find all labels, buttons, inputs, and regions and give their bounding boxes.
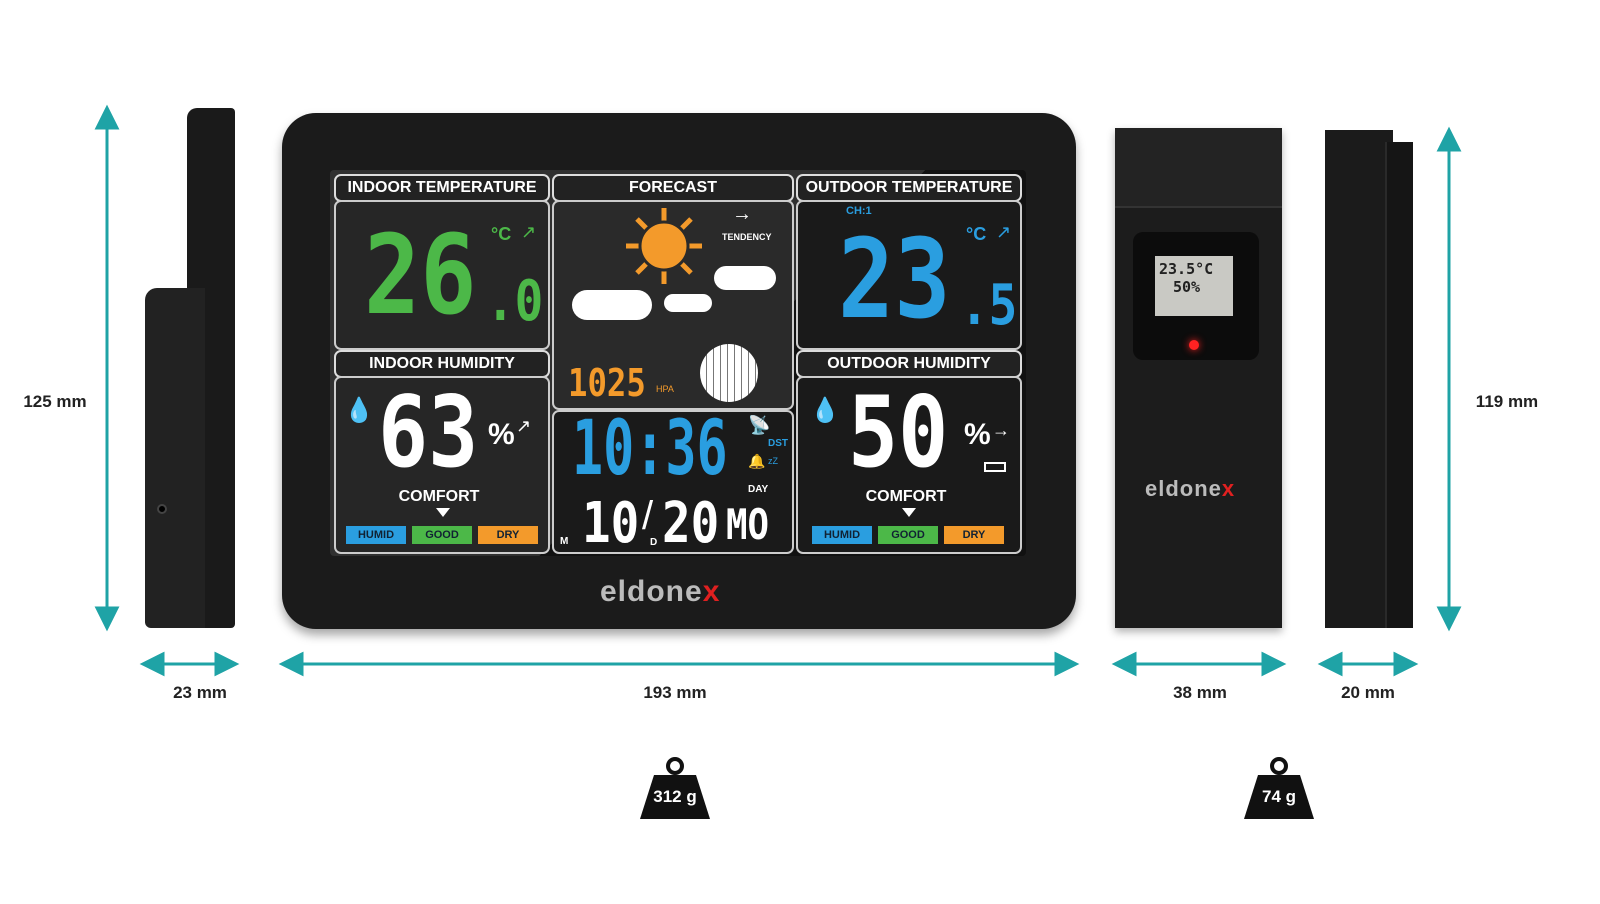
moon-phase-icon <box>700 344 758 402</box>
trend-arrow-icon: → <box>992 420 1010 440</box>
trend-arrow-icon: ↗ <box>516 416 532 436</box>
indoor-humidity-unit: % <box>488 418 515 451</box>
station-brand-logo: eldonex <box>600 575 721 608</box>
date-day: 20 <box>662 491 720 556</box>
sun-icon <box>626 208 702 284</box>
sensor-temp: 23.5°C <box>1159 260 1214 278</box>
sensor-brand-logo: eldonex <box>1145 476 1236 501</box>
trend-arrow-icon: ↗ <box>521 222 537 242</box>
outdoor-sensor: 23.5°C 50% eldonex <box>1115 128 1282 628</box>
weight-icon <box>1244 757 1314 819</box>
comfort-pointer-icon <box>436 508 450 524</box>
tendency-arrow-icon: → <box>732 203 752 225</box>
station-weight-label: 312 g <box>653 787 697 806</box>
comfort-dry: DRY <box>944 526 1004 544</box>
day-label: DAY <box>748 484 769 495</box>
station-depth-label: 23 mm <box>173 683 227 702</box>
station-width-label: 193 mm <box>643 683 707 702</box>
comfort-good: GOOD <box>878 526 938 544</box>
droplet-icon: 💧 <box>344 397 374 424</box>
station-side-view <box>145 108 235 628</box>
date-separator: / <box>642 494 654 538</box>
indoor-humidity-header: INDOOR HUMIDITY <box>334 350 550 378</box>
sensor-humidity: 50% <box>1173 278 1201 296</box>
cloud-icon <box>714 266 776 290</box>
outdoor-humidity-unit: % <box>964 418 991 451</box>
comfort-humid: HUMID <box>812 526 872 544</box>
sensor-lcd: 23.5°C 50% <box>1155 256 1233 316</box>
month-marker: M <box>560 536 569 547</box>
indoor-temp-unit: °C <box>491 224 512 244</box>
outdoor-temp-decimal: .5 <box>960 273 1018 338</box>
radio-signal-icon: 📡 <box>748 415 771 435</box>
indoor-humidity-panel: 💧 63 % ↗ COMFORT HUMID GOOD DRY <box>334 376 550 554</box>
date-weekday: MO <box>726 500 769 549</box>
date-month: 10 <box>582 491 640 556</box>
indoor-temp-header: INDOOR TEMPERATURE <box>334 174 550 202</box>
outdoor-temp-header: OUTDOOR TEMPERATURE <box>796 174 1022 202</box>
indoor-humidity-value: 63 <box>378 376 479 490</box>
day-marker: D <box>650 537 658 548</box>
outdoor-humidity-panel: 💧 50 % → COMFORT HUMID GOOD DRY <box>796 376 1022 554</box>
tendency-label: TENDENCY <box>722 232 772 242</box>
comfort-dry: DRY <box>478 526 538 544</box>
sensor-side-view <box>1325 130 1413 628</box>
station-weight: 312 g <box>640 757 710 819</box>
outdoor-temp-unit: °C <box>966 224 987 244</box>
sensor-depth-label: 20 mm <box>1341 683 1395 702</box>
outdoor-humidity-value: 50 <box>848 376 949 490</box>
station-height-label: 125 mm <box>23 392 87 411</box>
sensor-weight-label: 74 g <box>1261 787 1297 806</box>
battery-icon <box>984 462 1006 472</box>
weight-icon <box>640 757 710 819</box>
outdoor-channel: CH:1 <box>846 205 872 217</box>
comfort-label: COMFORT <box>865 488 947 505</box>
snooze-label: zZ <box>768 456 778 466</box>
alarm-bell-icon: 🔔 <box>748 453 766 469</box>
led-indicator <box>1189 340 1199 350</box>
dst-label: DST <box>768 438 788 449</box>
indoor-temp-panel: 26 .0 °C ↗ <box>334 200 550 350</box>
cloud-icon <box>572 290 652 320</box>
droplet-icon: 💧 <box>810 397 840 424</box>
comfort-label: COMFORT <box>398 488 480 505</box>
comfort-good: GOOD <box>412 526 472 544</box>
trend-arrow-icon: ↗ <box>996 222 1012 242</box>
pressure-unit: HPA <box>656 384 674 394</box>
forecast-header: FORECAST <box>552 174 794 202</box>
sensor-weight: 74 g <box>1244 757 1314 819</box>
pressure-value: 1025 <box>568 361 646 405</box>
outdoor-temp-panel: CH:1 23 .5 °C ↗ <box>796 200 1022 350</box>
forecast-panel: → TENDENCY 1025 HPA <box>552 200 794 410</box>
clock-time: 10:36 <box>572 403 728 492</box>
comfort-humid: HUMID <box>346 526 406 544</box>
cloud-icon <box>664 294 712 312</box>
outdoor-humidity-header: OUTDOOR HUMIDITY <box>796 350 1022 378</box>
outdoor-temp-value: 23 <box>838 215 951 343</box>
indoor-temp-value: 26 <box>364 211 477 339</box>
clock-panel: 10:36 📡 DST 🔔 zZ DAY M 10 / D 20 MO <box>552 410 794 554</box>
indoor-temp-decimal: .0 <box>486 269 544 334</box>
sensor-height-label: 119 mm <box>1475 392 1539 411</box>
station-display: INDOOR TEMPERATURE FORECAST OUTDOOR TEMP… <box>330 170 1026 556</box>
sensor-width-label: 38 mm <box>1173 683 1227 702</box>
comfort-pointer-icon <box>902 508 916 524</box>
